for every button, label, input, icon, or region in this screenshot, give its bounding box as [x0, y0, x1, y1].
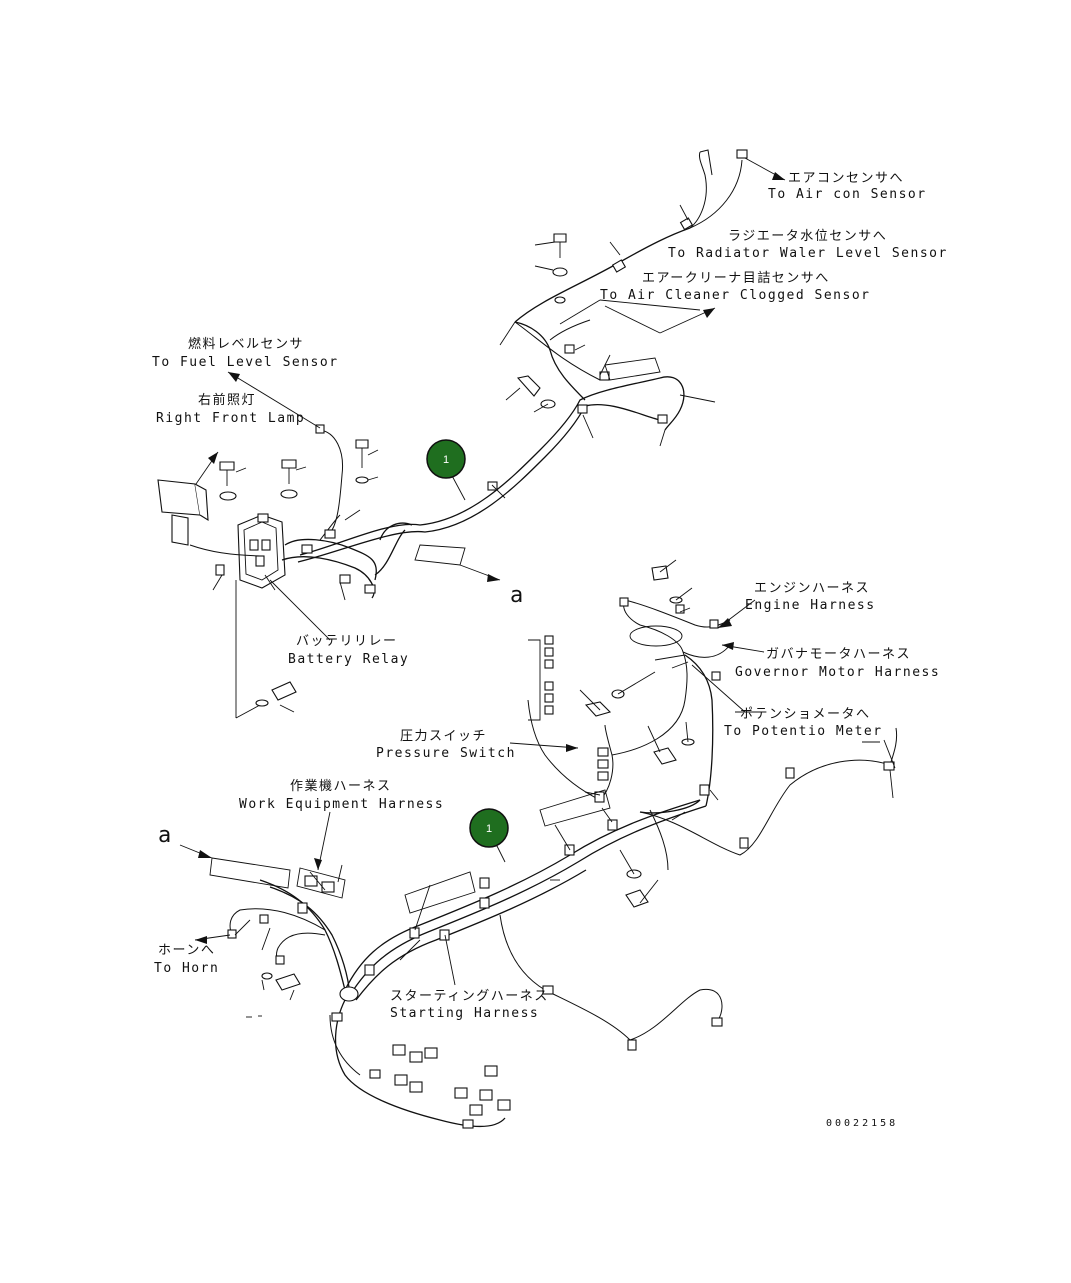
potentio-meter-label-en: To Potentio Meter	[724, 724, 883, 739]
work-equipment-harness-label-en: Work Equipment Harness	[239, 797, 444, 812]
reference-a-upper: a	[510, 583, 523, 608]
horn-label-jp: ホーンへ	[158, 943, 215, 958]
pressure-switch-label-en: Pressure Switch	[376, 746, 516, 761]
callout-1-upper: 1	[426, 439, 466, 501]
potentio-meter-label-jp: ポテンショメータへ	[740, 707, 871, 722]
drawing-code: 00022158	[826, 1118, 898, 1129]
fuel-level-sensor-label-en: To Fuel Level Sensor	[152, 355, 339, 370]
governor-motor-harness-label-en: Governor Motor Harness	[735, 665, 940, 680]
starting-harness-label-en: Starting Harness	[390, 1006, 539, 1021]
upper-harness	[157, 149, 786, 719]
right-front-lamp-label-en: Right Front Lamp	[156, 411, 305, 426]
horn-label-en: To Horn	[154, 961, 219, 976]
starting-harness-label-jp: スターティングハーネス	[390, 989, 549, 1004]
callout-1-upper-number: 1	[443, 454, 449, 466]
work-equipment-harness-label-jp: 作業機ハーネス	[290, 778, 392, 794]
bottom-connectors	[331, 986, 511, 1129]
governor-motor-harness-label-jp: ガバナモータハーネス	[766, 647, 911, 662]
radiator-sensor-label-en: To Radiator Waler Level Sensor	[668, 246, 948, 261]
air-con-sensor-label-jp: エアコンセンサへ	[788, 171, 904, 186]
air-cleaner-sensor-label-en: To Air Cleaner Clogged Sensor	[600, 288, 870, 303]
callout-1-lower: 1	[469, 808, 509, 863]
battery-relay-label-en: Battery Relay	[288, 652, 409, 667]
pressure-switch-label-jp: 圧力スイッチ	[400, 729, 487, 744]
radiator-sensor-label-jp: ラジエータ水位センサへ	[728, 229, 887, 244]
reference-a-lower: a	[158, 823, 171, 848]
battery-relay-label-jp: バッテリリレー	[296, 634, 398, 649]
air-con-sensor-label-en: To Air con Sensor	[768, 187, 927, 202]
labels: エアコンセンサへ To Air con Sensor ラジエータ水位センサへ T…	[152, 171, 948, 1129]
engine-harness-label-en: Engine Harness	[745, 598, 876, 613]
fuel-level-sensor-label-jp: 燃料レベルセンサ	[188, 336, 304, 352]
air-cleaner-sensor-label-jp: エアークリーナ目詰センサへ	[642, 270, 830, 286]
pressure-switch-connectors	[528, 635, 609, 781]
engine-harness-label-jp: エンジンハーネス	[754, 581, 870, 596]
right-front-lamp-label-jp: 右前照灯	[198, 392, 256, 408]
lower-harness	[179, 559, 898, 1129]
callout-1-lower-number: 1	[486, 823, 492, 835]
